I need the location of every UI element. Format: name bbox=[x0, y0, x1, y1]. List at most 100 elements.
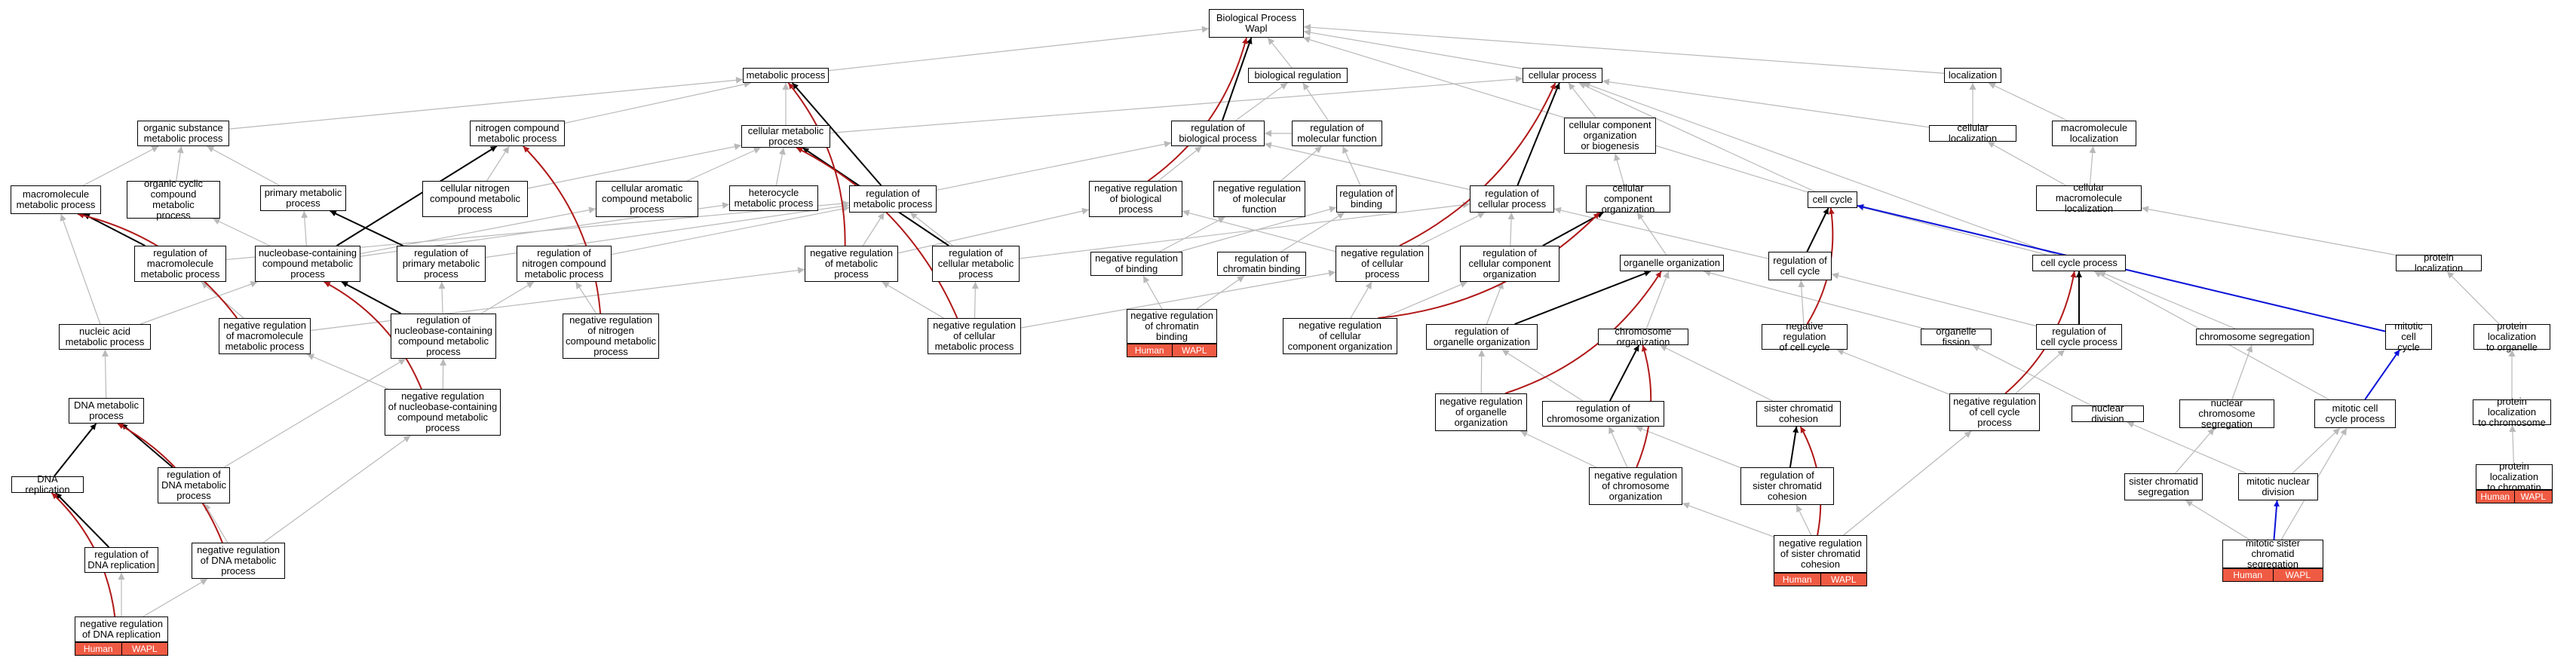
go-term-nrcco[interactable]: negative regulation of cellular componen… bbox=[1283, 318, 1397, 354]
go-term-cp[interactable]: cellular process bbox=[1523, 68, 1602, 83]
go-term-rchrbind[interactable]: regulation of chromatin binding bbox=[1217, 252, 1306, 276]
go-term-nrcc[interactable]: negative regulation of cell cycle bbox=[1762, 321, 1848, 353]
go-term-oo[interactable]: organelle organization bbox=[1620, 255, 1724, 271]
edge-mp-to-bp bbox=[828, 26, 1210, 72]
go-term-nrnbcmp[interactable]: negative regulation of nucleobase-contai… bbox=[385, 389, 501, 436]
edge-nrcp-to-rcp bbox=[1418, 212, 1486, 246]
go-term-rchro[interactable]: regulation of chromosome organization bbox=[1542, 401, 1664, 427]
go-term-ccp[interactable]: cell cycle process bbox=[2032, 255, 2126, 271]
edge-nrdnarep-to-nrdnamp bbox=[143, 578, 208, 617]
go-term-osmp[interactable]: organic substance metabolic process bbox=[137, 121, 229, 146]
edge-ndiv-to-ofis bbox=[1972, 344, 2092, 406]
go-term-mcc[interactable]: mitotic cell cycle bbox=[2385, 321, 2432, 353]
go-term-nrdnamp[interactable]: negative regulation of DNA metabolic pro… bbox=[192, 543, 285, 579]
go-term-sccoh[interactable]: sister chromatid cohesion bbox=[1756, 401, 1841, 427]
edge-rnbcmp-to-rpmp bbox=[438, 281, 446, 314]
go-term-nroo[interactable]: negative regulation of organelle organiz… bbox=[1435, 393, 1527, 431]
edge-nrcp-to-cp bbox=[1399, 82, 1556, 246]
go-term-mscs[interactable]: mitotic sister chromatid segregation bbox=[2222, 538, 2323, 570]
go-term-cncmp[interactable]: cellular nitrogen compound metabolic pro… bbox=[422, 181, 528, 217]
go-term-ndiv[interactable]: nuclear division bbox=[2072, 403, 2144, 424]
go-term-rdnamp[interactable]: regulation of DNA metabolic process bbox=[158, 467, 230, 503]
go-term-occmp[interactable]: organic cyclic compound metabolic proces… bbox=[127, 179, 220, 221]
go-term-chseg[interactable]: chromosome segregation bbox=[2196, 329, 2314, 345]
edge-nbcmp-to-occmp bbox=[213, 218, 270, 246]
go-term-mloc[interactable]: macromolecule localization bbox=[2052, 121, 2136, 146]
go-term-rcmp[interactable]: regulation of cellular metabolic process bbox=[932, 246, 1020, 282]
go-term-nrncmp[interactable]: negative regulation of nitrogen compound… bbox=[563, 314, 659, 359]
edge-nrnbcmp-to-nrmmp bbox=[306, 353, 388, 390]
go-term-ccob[interactable]: cellular component organization or bioge… bbox=[1564, 118, 1656, 154]
go-term-cacmp[interactable]: cellular aromatic compound metabolic pro… bbox=[596, 181, 698, 217]
edge-rcco-to-rcp bbox=[1507, 212, 1515, 246]
go-term-rccp[interactable]: regulation of cell cycle process bbox=[2036, 324, 2122, 350]
go-term-ofis[interactable]: organelle fission bbox=[1921, 326, 1992, 347]
go-term-rdnarep[interactable]: regulation of DNA replication bbox=[84, 547, 158, 573]
go-term-loc[interactable]: localization bbox=[1944, 68, 2001, 83]
go-term-rcc[interactable]: regulation of cell cycle bbox=[1768, 252, 1832, 280]
go-term-cco[interactable]: cellular component organization bbox=[1586, 183, 1670, 215]
go-term-dnarep[interactable]: DNA replication bbox=[11, 474, 84, 495]
go-term-ploc[interactable]: protein localization bbox=[2396, 252, 2482, 274]
go-term-rmf[interactable]: regulation of molecular function bbox=[1292, 121, 1382, 146]
go-term-nrmmp[interactable]: negative regulation of macromolecule met… bbox=[219, 318, 311, 354]
go-term-roo[interactable]: regulation of organelle organization bbox=[1426, 324, 1538, 350]
go-term-rbind[interactable]: regulation of binding bbox=[1336, 185, 1397, 213]
go-term-nchseg[interactable]: nuclear chromosome segregation bbox=[2179, 398, 2274, 430]
go-term-nrdnarep[interactable]: negative regulation of DNA replication bbox=[75, 617, 168, 642]
edge-osmp-to-mp bbox=[228, 76, 744, 130]
go-term-rcco[interactable]: regulation of cellular component organiz… bbox=[1460, 246, 1559, 282]
go-term-chro[interactable]: chromosome organization bbox=[1598, 326, 1688, 347]
go-term-rncmp[interactable]: regulation of nitrogen compound metaboli… bbox=[517, 246, 612, 282]
go-term-mp[interactable]: metabolic process bbox=[743, 68, 829, 83]
edge-occmp-to-osmp bbox=[176, 145, 184, 182]
go-term-rpmp[interactable]: regulation of primary metabolic process bbox=[397, 246, 486, 282]
species-label: Human bbox=[2222, 568, 2274, 582]
go-term-plchrt[interactable]: protein localization to chromatin bbox=[2476, 461, 2553, 493]
go-term-rscc[interactable]: regulation of sister chromatid cohesion bbox=[1740, 467, 1834, 505]
edge-nrchro-to-nroo bbox=[1520, 430, 1596, 468]
go-term-rnbcmp[interactable]: regulation of nucleobase-containing comp… bbox=[391, 314, 496, 359]
go-term-plchrm[interactable]: protein localization to chromosome bbox=[2473, 396, 2551, 428]
go-term-ncmp[interactable]: nitrogen compound metabolic process bbox=[470, 121, 565, 146]
go-term-nrmf[interactable]: negative regulation of molecular functio… bbox=[1213, 181, 1305, 217]
go-term-rmetp[interactable]: regulation of metabolic process bbox=[849, 185, 937, 213]
go-term-nrcmp[interactable]: negative regulation of cellular metaboli… bbox=[928, 318, 1021, 354]
edge-nrchrbind-to-rchrbind bbox=[1196, 275, 1245, 310]
go-term-bp[interactable]: Biological Process Wapl bbox=[1209, 9, 1304, 38]
go-term-cc[interactable]: cell cycle bbox=[1808, 191, 1857, 208]
edge-cmloc-to-mloc bbox=[2089, 145, 2096, 186]
go-term-scseg[interactable]: sister chromatid segregation bbox=[2124, 473, 2203, 500]
go-term-rbp[interactable]: regulation of biological process bbox=[1171, 121, 1265, 146]
edge-cncmp-to-cmp bbox=[527, 143, 742, 189]
go-term-rcp[interactable]: regulation of cellular process bbox=[1470, 185, 1554, 213]
go-term-hmp[interactable]: heterocycle metabolic process bbox=[729, 185, 818, 211]
edge-nrcco-to-cco bbox=[1378, 212, 1600, 319]
edge-nrcmp-to-nrcp bbox=[1020, 270, 1336, 329]
go-term-breg[interactable]: biological regulation bbox=[1248, 68, 1348, 83]
gene-label: WAPL bbox=[2273, 568, 2323, 582]
go-term-mnd[interactable]: mitotic nuclear division bbox=[2238, 473, 2318, 500]
go-term-namp[interactable]: nucleic acid metabolic process bbox=[59, 324, 151, 350]
edge-nrscc-to-nrccp bbox=[1843, 430, 1972, 536]
go-term-nrchrbind[interactable]: negative regulation of chromatin binding bbox=[1127, 309, 1217, 344]
go-term-mccp[interactable]: mitotic cell cycle process bbox=[2314, 399, 2396, 428]
go-term-nrccp[interactable]: negative regulation of cell cycle proces… bbox=[1949, 393, 2040, 431]
go-term-nrbp[interactable]: negative regulation of biological proces… bbox=[1089, 181, 1182, 217]
edge-nroo-to-roo bbox=[1478, 349, 1486, 394]
edge-cc-to-cp bbox=[1578, 82, 1815, 192]
go-term-mmp[interactable]: macromolecule metabolic process bbox=[11, 185, 101, 214]
go-term-nrscc[interactable]: negative regulation of sister chromatid … bbox=[1774, 535, 1867, 573]
go-term-dnamp[interactable]: DNA metabolic process bbox=[69, 398, 144, 424]
go-term-cloc[interactable]: cellular localization bbox=[1929, 123, 2016, 144]
go-term-cmp[interactable]: cellular metabolic process bbox=[741, 125, 830, 148]
go-term-pmp[interactable]: primary metabolic process bbox=[260, 185, 346, 211]
go-term-nrmetp[interactable]: negative regulation of metabolic process bbox=[805, 246, 898, 282]
go-term-nrcp[interactable]: negative regulation of cellular process bbox=[1336, 246, 1429, 282]
go-term-plorg[interactable]: protein localization to organelle bbox=[2473, 321, 2550, 353]
go-term-nrchro[interactable]: negative regulation of chromosome organi… bbox=[1589, 467, 1682, 505]
go-term-nbcmp[interactable]: nucleobase-containing compound metabolic… bbox=[255, 246, 360, 282]
go-term-cmloc[interactable]: cellular macromolecule localization bbox=[2036, 182, 2142, 214]
go-term-nrbind[interactable]: negative regulation of binding bbox=[1090, 252, 1182, 276]
go-term-rmmp[interactable]: regulation of macromolecule metabolic pr… bbox=[134, 246, 226, 282]
